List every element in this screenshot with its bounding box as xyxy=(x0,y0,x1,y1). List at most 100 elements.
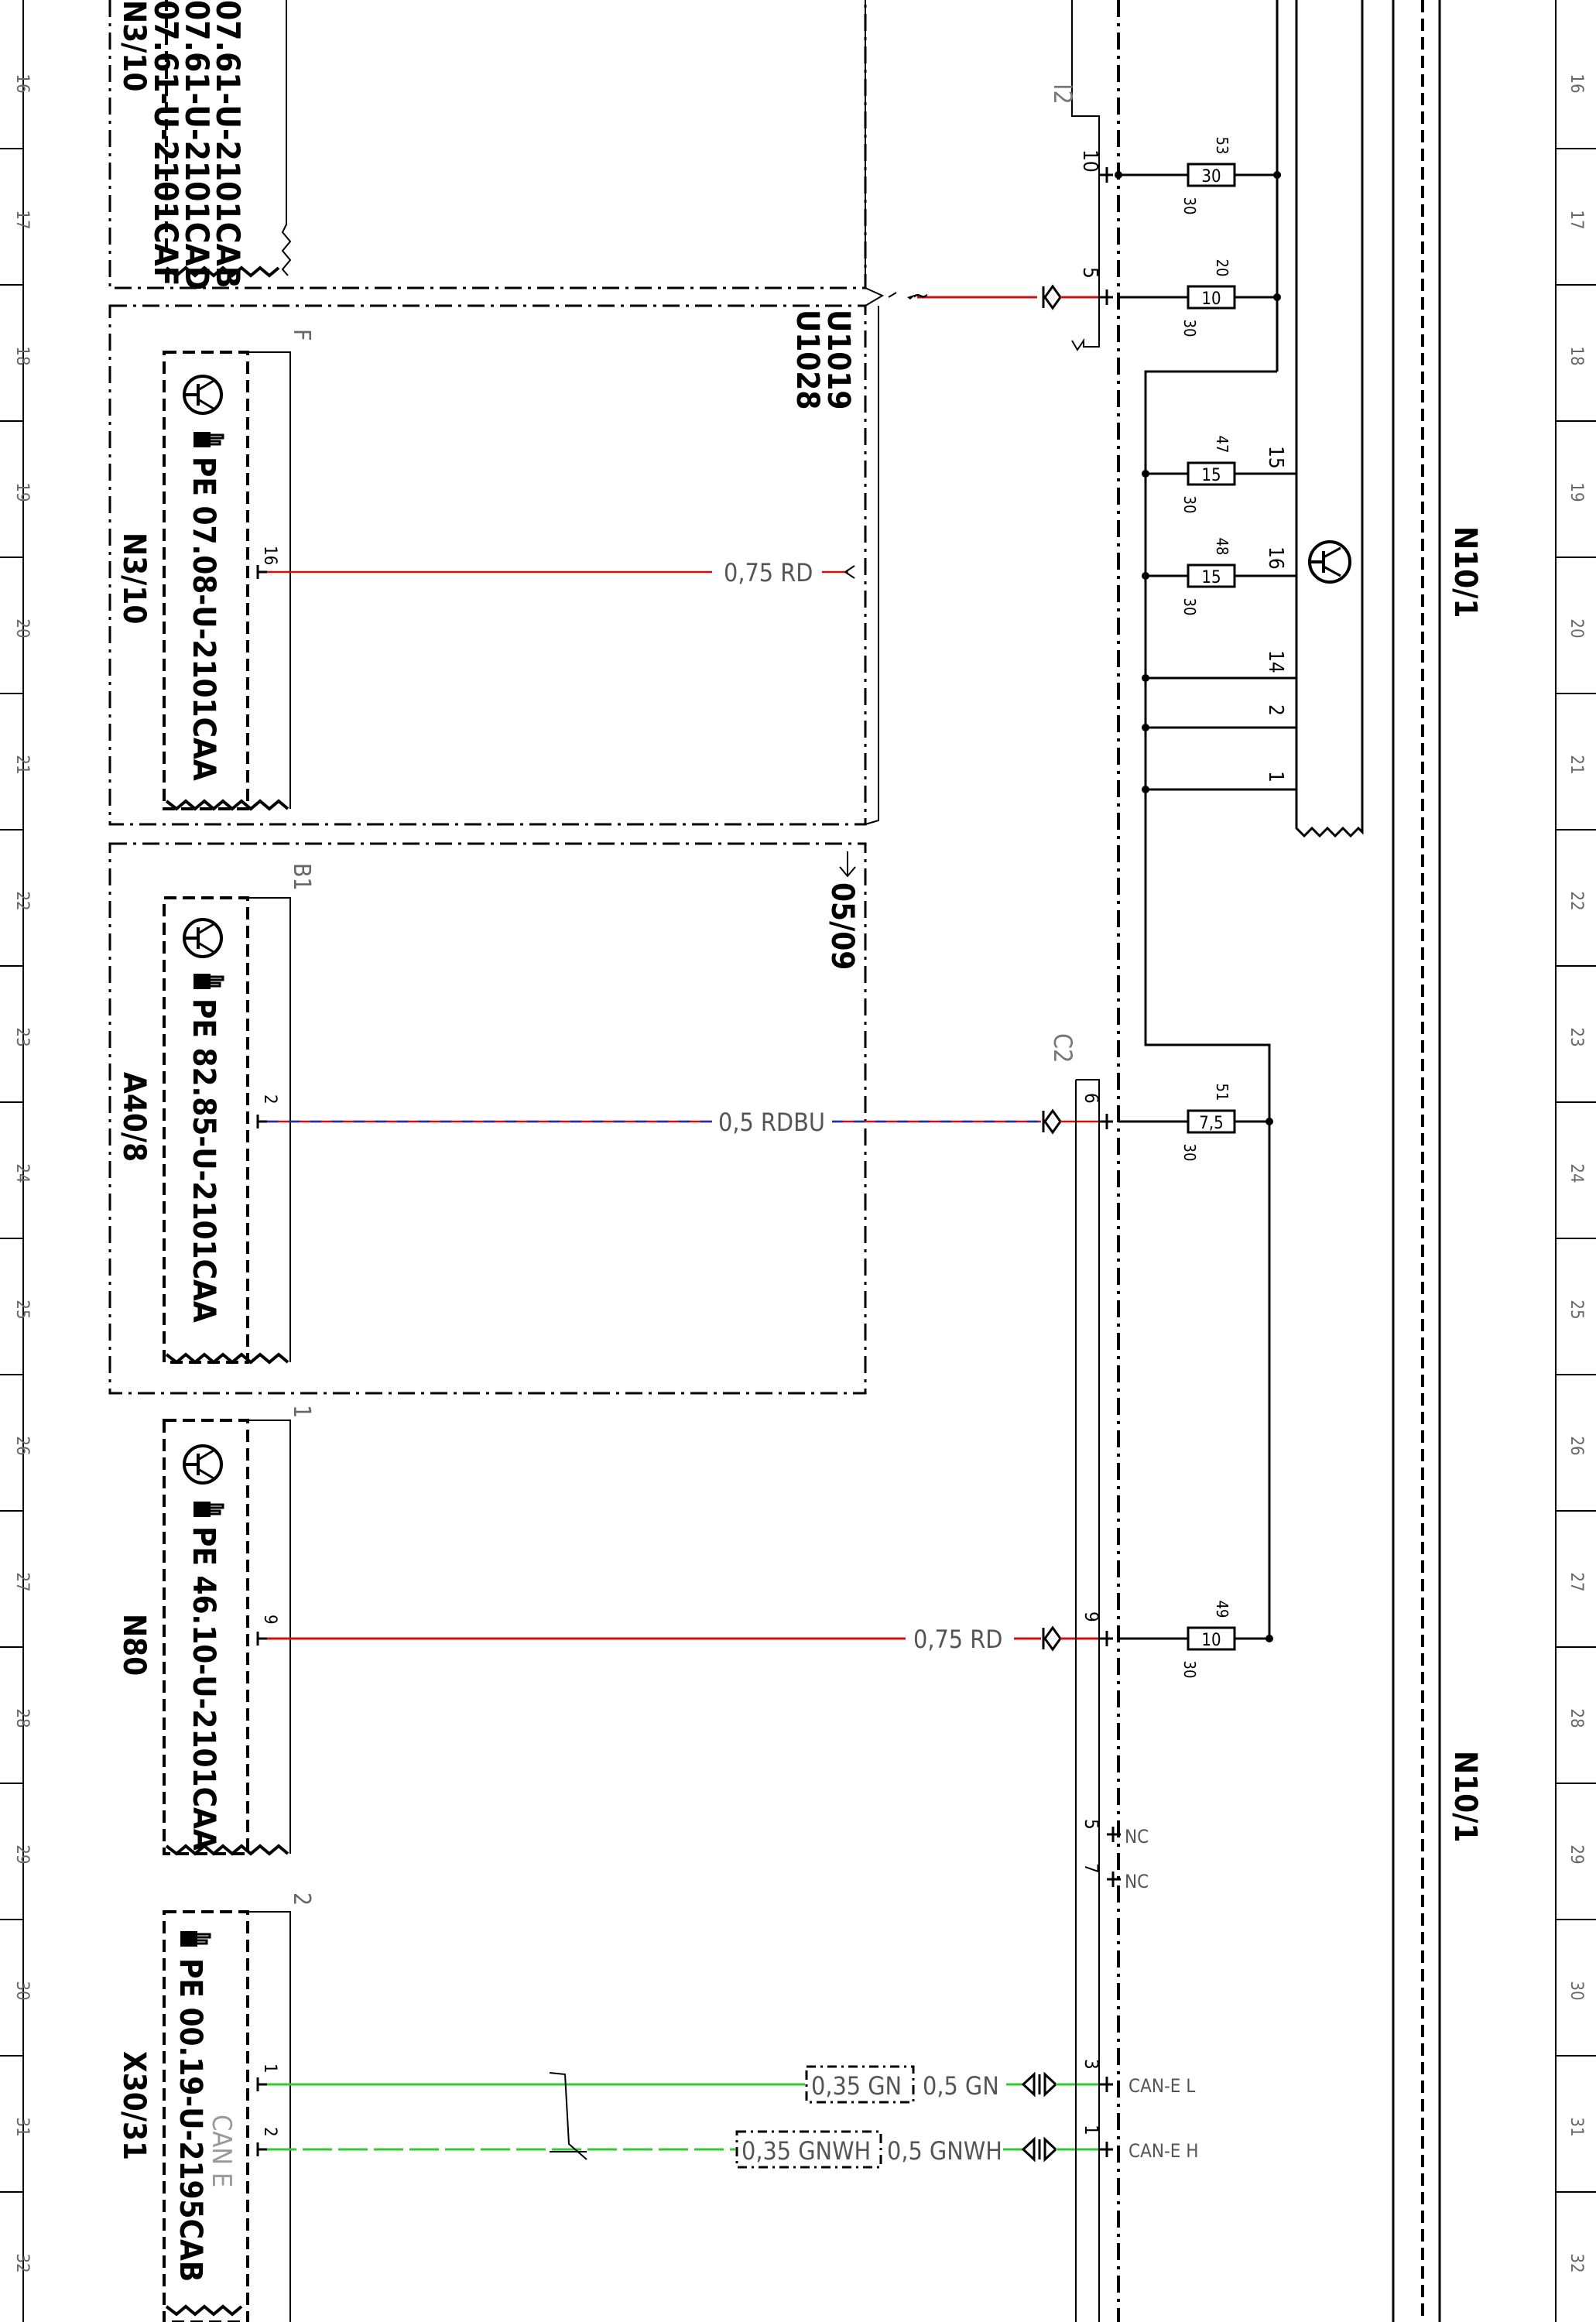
pin-label-n3-10: 16 xyxy=(260,546,279,565)
bundle-tilde: ~ xyxy=(912,283,930,310)
internal-bus xyxy=(1118,0,1364,1640)
component-label-n80: N80 xyxy=(116,1614,152,1676)
wire-can-e-h: 0,35 GNWH 0,5 GNWH xyxy=(267,2072,1099,2169)
connector-name-c2: C2 xyxy=(1048,1033,1077,1063)
bus-terminal-15: 15 xyxy=(1264,446,1287,469)
fuse-terminal: 30 xyxy=(1180,197,1199,215)
connector-label-f: F xyxy=(288,329,315,341)
pin-label-x30-31-2: 2 xyxy=(260,2127,279,2137)
grid-row-label: 27 xyxy=(1567,1572,1586,1591)
c2-pin-3: 3 xyxy=(1081,2059,1102,2070)
grid-row-label: 20 xyxy=(12,618,32,638)
grid-row-label: 25 xyxy=(1567,1300,1586,1319)
fuse-rating: 10 xyxy=(1201,1631,1221,1650)
wire-n80: 0,75 RD xyxy=(267,1625,1099,1654)
group-u1019-box: U1019 U1028 xyxy=(108,0,885,826)
pin-label-n80: 9 xyxy=(260,1615,279,1625)
fuse-number: 49 xyxy=(1213,1601,1231,1618)
fuse-body xyxy=(1187,461,1236,486)
group-0509-box: 05/09 xyxy=(108,842,867,1395)
wire-inner-label-can-l: 0,35 GN xyxy=(811,2071,902,2101)
can-signal-e-l: CAN-E L xyxy=(1129,2075,1195,2097)
group-code-u1028: U1028 xyxy=(789,310,825,409)
grid-row-label: 27 xyxy=(12,1572,32,1591)
grid-row-label: 17 xyxy=(12,210,32,229)
connector-label-1: 1 xyxy=(288,1405,315,1418)
grid-row-label: 16 xyxy=(12,74,32,93)
grid-row-label: 32 xyxy=(12,2253,32,2272)
transistor-icon xyxy=(183,1444,223,1485)
grid-row-label: 31 xyxy=(12,2117,32,2136)
nc-label-pin-7: NC xyxy=(1125,1871,1149,1892)
fuse-terminal: 30 xyxy=(1180,496,1199,514)
bus-terminal-labels: 15 16 14 2 1 xyxy=(1264,446,1287,783)
hand-pointer-icon xyxy=(194,974,224,989)
grid-row-label: 26 xyxy=(12,1436,32,1455)
transistor-icon xyxy=(183,918,223,958)
i2-pin-5: 5 xyxy=(1078,267,1101,279)
grid-row-label: 29 xyxy=(12,1844,32,1864)
c2-pin-7: 7 xyxy=(1081,1863,1102,1874)
group-xref-0509: 05/09 xyxy=(824,882,860,970)
fuse-terminal: 30 xyxy=(1180,320,1199,337)
grid-row-label: 25 xyxy=(12,1300,32,1319)
wire-bundle-marker: ~ xyxy=(912,283,930,310)
fuse-body xyxy=(1187,163,1236,187)
fuse-terminal: 30 xyxy=(1180,598,1199,616)
grid-border xyxy=(22,0,1557,2322)
relay-transistor-icon xyxy=(1308,540,1351,584)
grid-row-label: 24 xyxy=(12,1163,32,1183)
wire-a40-8: 0,5 RDBU xyxy=(267,1108,1099,1137)
transistor-icon xyxy=(183,375,223,415)
grid-row-label: 18 xyxy=(1567,346,1586,365)
grid-row-label: 19 xyxy=(1567,482,1586,502)
hand-pointer-icon xyxy=(194,432,224,447)
fuse-rating: 30 xyxy=(1201,167,1221,187)
fuse-number: 47 xyxy=(1213,436,1231,454)
fuse-number: 51 xyxy=(1213,1084,1231,1101)
fuse-terminal: 30 xyxy=(1180,1144,1199,1162)
grid-row-label: 30 xyxy=(12,1981,32,2000)
module-n10-1-boundary: N10/1 N10/1 xyxy=(1117,0,1483,2322)
fuse-body xyxy=(1187,285,1236,310)
top-component-box: 07.61-U-2101CAB 07.61-U-2101CAD 07.61-U-… xyxy=(108,0,867,290)
grid-row-label: 26 xyxy=(1567,1436,1586,1455)
fuse-51: 7,5 51 30 xyxy=(1180,1084,1236,1162)
component-n80: PE 46.10-U-2101CAA N80 1 9 xyxy=(116,1405,315,1856)
wire-outer-label-can-l: 0,5 GN xyxy=(923,2071,999,2101)
fuse-rating: 7,5 xyxy=(1199,1114,1223,1133)
pin-label-a40-8: 2 xyxy=(260,1094,279,1104)
wire-n3-10: 0,75 RD xyxy=(267,558,855,587)
fuse-body xyxy=(1187,1109,1236,1134)
bus-terminal-16: 16 xyxy=(1264,546,1287,570)
fuse-body xyxy=(1187,1626,1236,1651)
pe-ref-a40-8: PE 82.85-U-2101CAA xyxy=(186,998,221,1323)
c2-pin-5: 5 xyxy=(1081,1819,1102,1830)
pe-ref-n80: PE 46.10-U-2101CAA xyxy=(186,1526,221,1851)
grid-row-label: 20 xyxy=(1567,618,1586,638)
connector-c2: C2 6 9 5 7 3 1 NC NC CAN-E L CAN-E H xyxy=(1048,1033,1199,2322)
grid-row-label: 23 xyxy=(12,1027,32,1046)
grid-ticks xyxy=(0,148,1596,2193)
grid-row-label: 22 xyxy=(1567,891,1586,910)
component-a40-8: PE 82.85-U-2101CAA A40/8 B1 2 xyxy=(116,863,315,1365)
grid-row-label: 16 xyxy=(1567,74,1586,93)
fuse-rating: 10 xyxy=(1201,289,1221,309)
grid-row-label: 21 xyxy=(12,755,32,774)
grid-row-label: 28 xyxy=(1567,1708,1586,1728)
fuse-number: 48 xyxy=(1213,538,1231,556)
wire-outer-label-can-h: 0,5 GNWH xyxy=(887,2136,1002,2166)
grid-row-label: 31 xyxy=(1567,2117,1586,2136)
nc-label-pin-5: NC xyxy=(1125,1826,1149,1848)
component-label-a40-8: A40/8 xyxy=(116,1072,152,1162)
fuse-rating: 15 xyxy=(1201,568,1221,587)
can-signal-e-h: CAN-E H xyxy=(1129,2140,1199,2162)
connector-name-i2: I2 xyxy=(1048,84,1077,104)
wire-can-e-l: 0,35 GN 0,5 GN xyxy=(267,2065,1099,2104)
grid-row-label: 17 xyxy=(1567,210,1586,229)
top-box-ref-2: 07.61-U-2101CAD xyxy=(178,0,216,290)
fuse-number: 53 xyxy=(1213,137,1231,155)
